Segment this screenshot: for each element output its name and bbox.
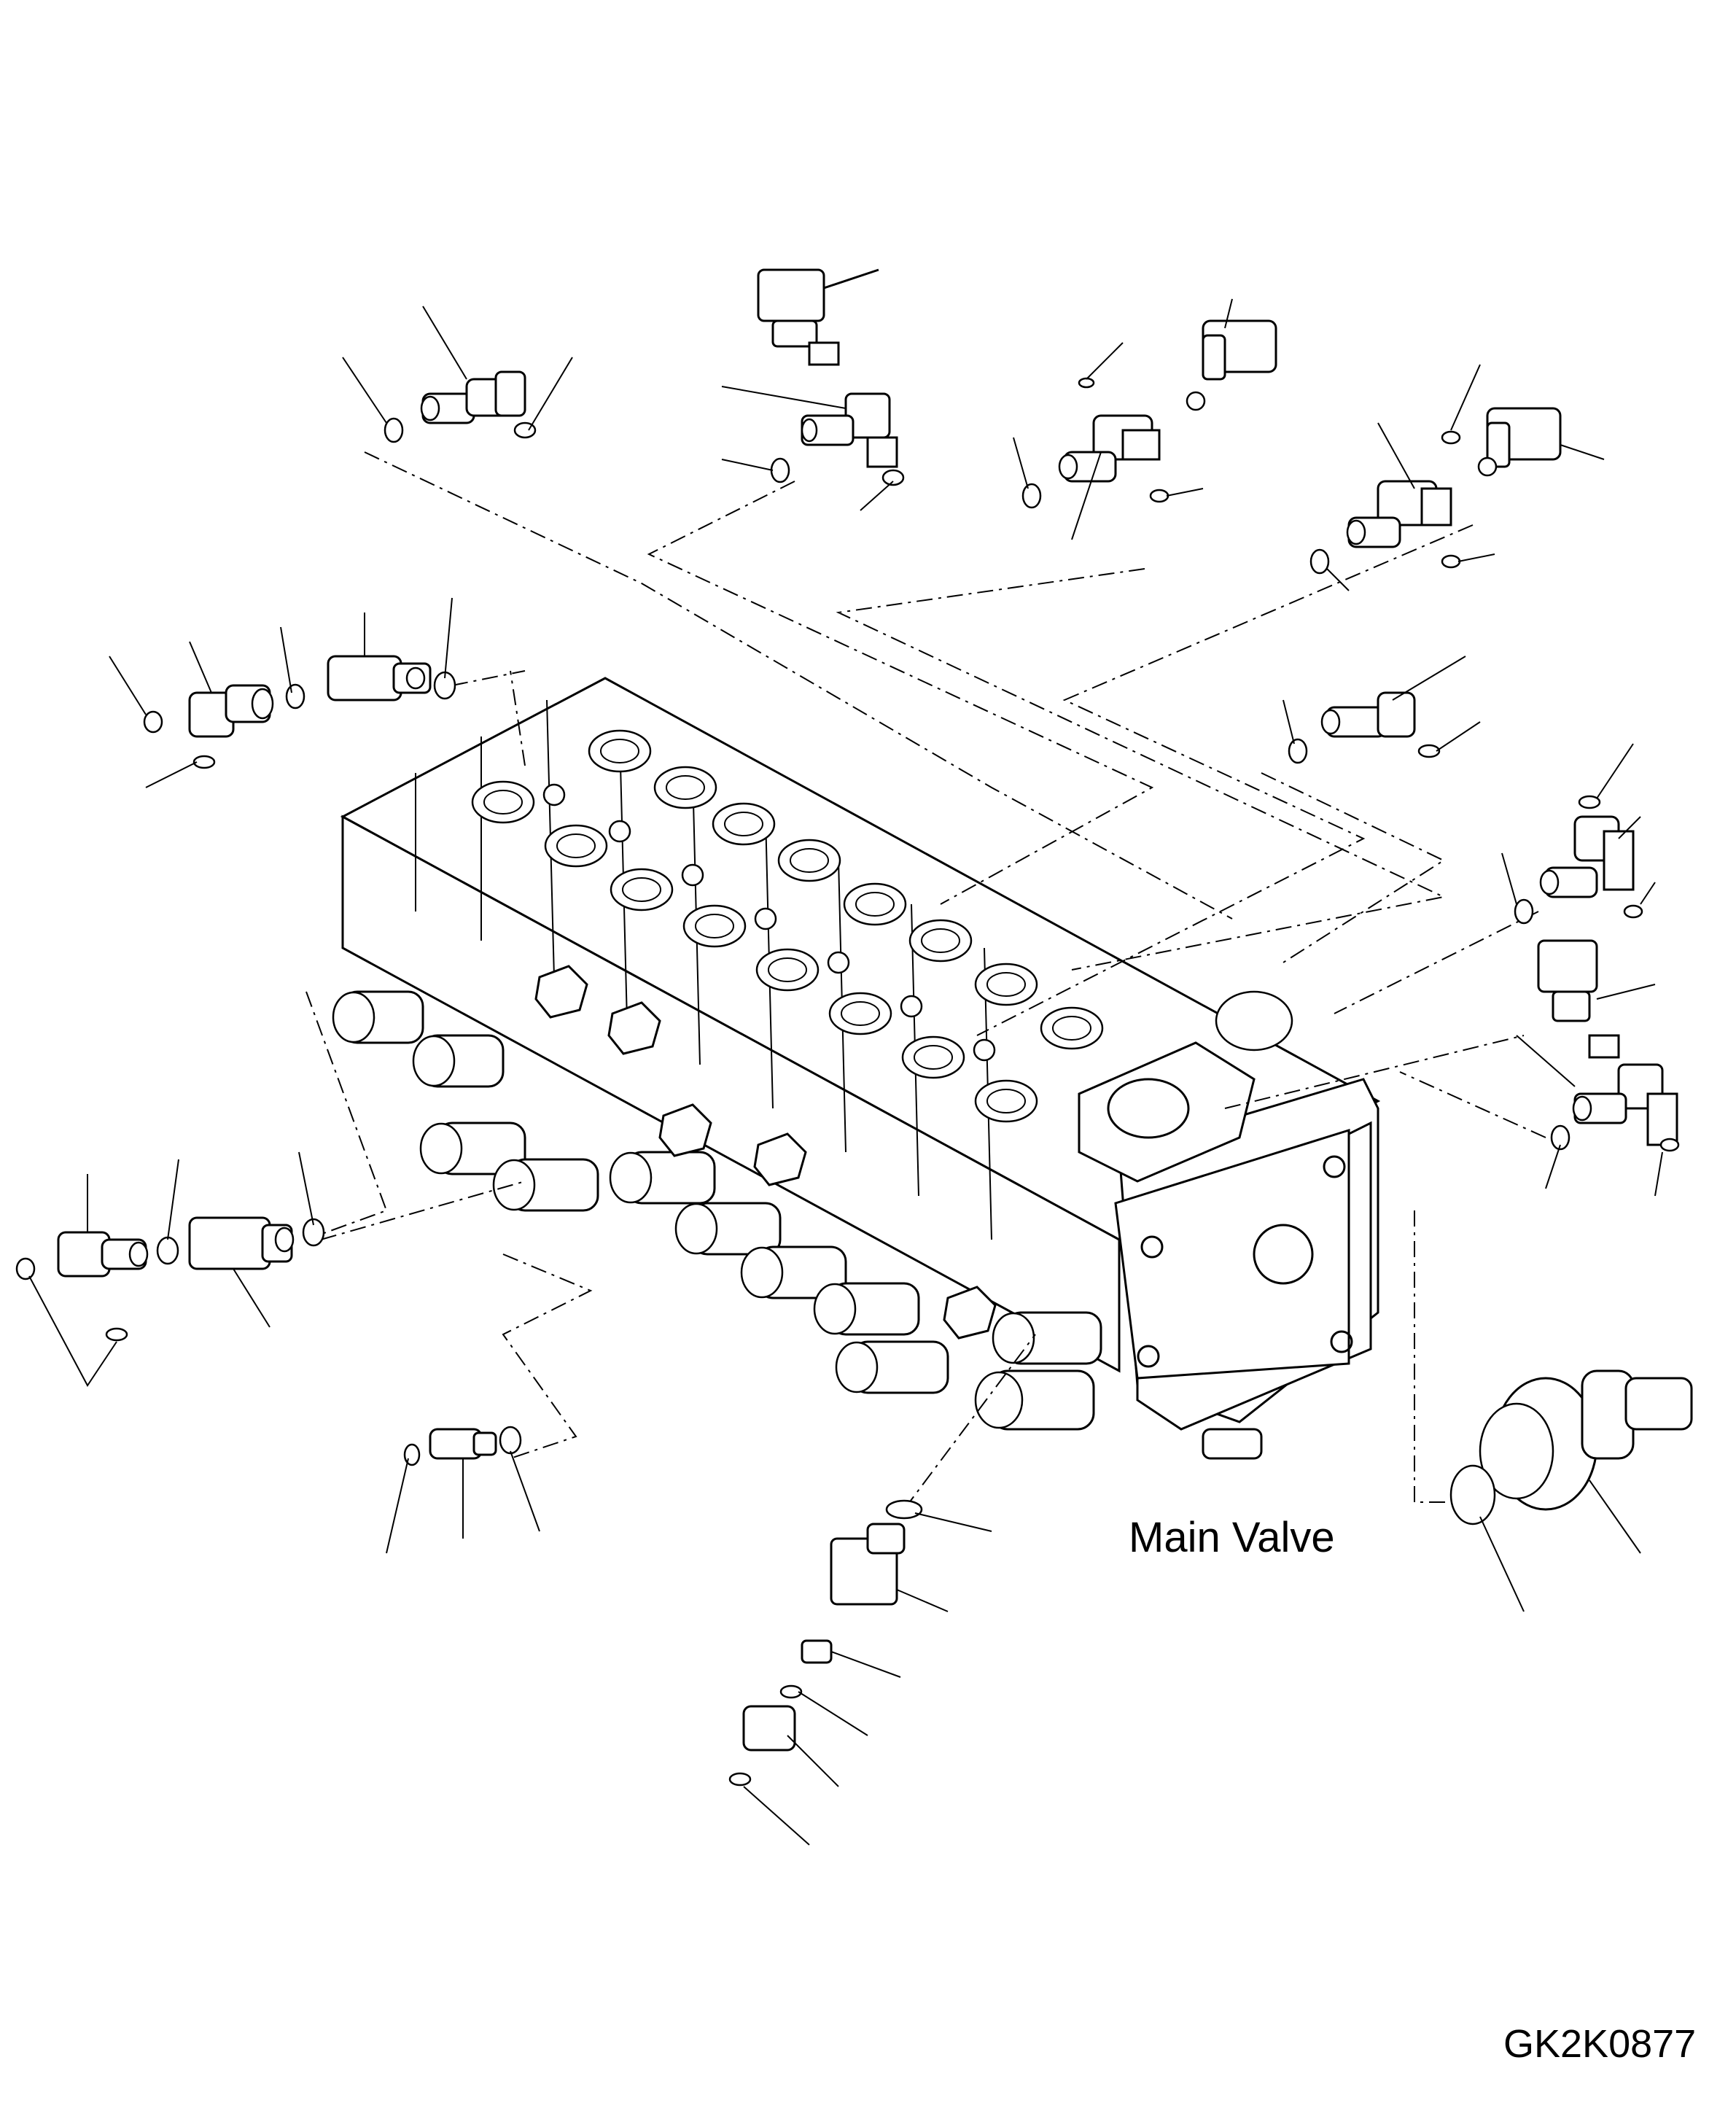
bottom-right-large-elbow bbox=[1449, 1369, 1693, 1612]
bottom-center-fitting-stack bbox=[728, 1499, 992, 1846]
left-upper-fitting-assembly bbox=[109, 597, 456, 788]
top-ports bbox=[471, 729, 1104, 1123]
pressure-sensor-top-center bbox=[721, 268, 905, 511]
main-valve-body bbox=[332, 677, 1381, 1460]
tee-fitting-right-mid bbox=[1501, 743, 1656, 925]
hex-plugs bbox=[534, 965, 997, 1340]
elbow-fitting-top-left bbox=[342, 306, 573, 443]
pressure-sensor-right-lower bbox=[1516, 939, 1680, 1197]
main-valve-caption: Main Valve bbox=[1129, 1514, 1335, 1561]
assembly-lines bbox=[305, 451, 1546, 1510]
left-middle-fitting-assembly bbox=[15, 1151, 325, 1387]
top-cap bbox=[1078, 990, 1293, 1183]
tee-sensor-top-right bbox=[1013, 298, 1277, 540]
bottom-left-small-fitting bbox=[386, 1426, 540, 1554]
spool-caps bbox=[332, 990, 1102, 1431]
drawing-code: GK2K0877 bbox=[1503, 2022, 1697, 2066]
elbow-fitting-right bbox=[1282, 656, 1481, 764]
tee-sensor-far-right bbox=[1309, 364, 1605, 591]
